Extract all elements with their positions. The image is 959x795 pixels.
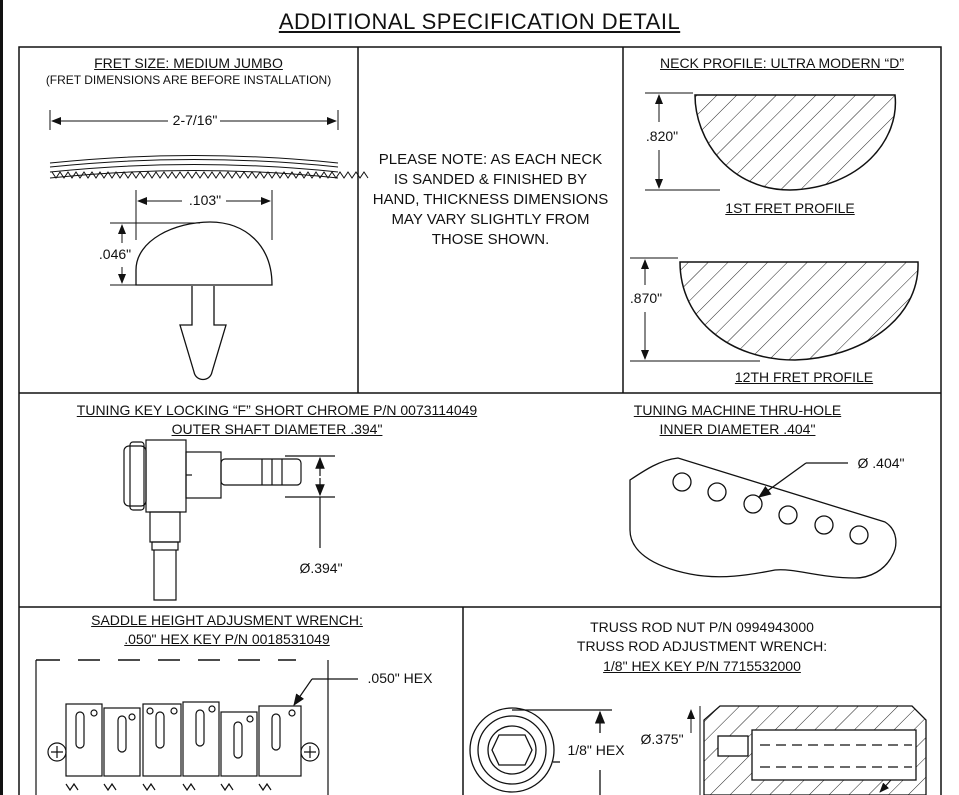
truss-rod-nut-drawing — [469, 707, 612, 795]
tuning-key-heading: TUNING KEY LOCKING “F” SHORT CHROME P/N … — [76, 402, 478, 418]
fret-tang-teeth — [51, 171, 369, 179]
hand-finish-note: PLEASE NOTE: AS EACH NECK IS SANDED & FI… — [358, 150, 623, 250]
bridge-drawing — [35, 659, 358, 795]
tuning-key-shaft-heading: OUTER SHAFT DIAMETER .394" — [171, 421, 383, 437]
note-line: IS SANDED & FINISHED BY — [393, 171, 588, 188]
twelfth-fret-thickness-label: .870" — [629, 290, 663, 306]
thru-hole-heading: TUNING MACHINE THRU-HOLE — [633, 402, 842, 418]
truss-rod-wrench-heading: TRUSS ROD ADJUSTMENT WRENCH: — [576, 638, 828, 654]
tuning-key-drawing — [123, 439, 335, 601]
grid-frame — [18, 46, 942, 795]
headstock-drawing — [629, 457, 897, 579]
first-fret-thickness-label: .820" — [645, 128, 679, 144]
fret-dimensions-note: (FRET DIMENSIONS ARE BEFORE INSTALLATION… — [45, 73, 332, 87]
neck-profile-heading: NECK PROFILE: ULTRA MODERN “D” — [660, 55, 904, 71]
saddle-wrench-heading: SADDLE HEIGHT ADJUSMENT WRENCH: — [91, 612, 363, 628]
neck-profile-1st — [645, 92, 897, 191]
truss-rod-hex-label: 1/8" HEX — [567, 742, 625, 758]
fret-crown-width-label: .103" — [188, 192, 222, 208]
note-line: MAY VARY SLIGHTLY FROM — [391, 211, 590, 228]
thru-hole-diameter-label: Ø .404" — [857, 455, 905, 471]
note-line: THOSE SHOWN. — [431, 231, 550, 248]
saddle-hex-key-heading: .050" HEX KEY P/N 0018531049 — [124, 631, 330, 647]
saddle-hex-label: .050" HEX — [367, 670, 433, 686]
fret-width-label: 2-7/16" — [172, 112, 218, 128]
truss-rod-hex-key-heading: 1/8" HEX KEY P/N 7715532000 — [603, 658, 801, 674]
note-line: HAND, THICKNESS DIMENSIONS — [372, 191, 609, 208]
fret-diagram — [49, 110, 369, 381]
note-line: PLEASE NOTE: AS EACH NECK — [378, 151, 603, 168]
truss-rod-diameter-label: Ø.375" — [640, 731, 684, 747]
fret-size-heading: FRET SIZE: MEDIUM JUMBO — [94, 55, 283, 71]
fret-tang — [179, 286, 227, 381]
thru-hole-diameter-heading: INNER DIAMETER .404" — [659, 421, 816, 437]
first-fret-profile-label: 1ST FRET PROFILE — [725, 200, 855, 216]
page-title: ADDITIONAL SPECIFICATION DETAIL — [278, 9, 681, 34]
fret-crown — [135, 221, 273, 286]
truss-rod-nut-heading: TRUSS ROD NUT P/N 0994943000 — [590, 619, 814, 635]
tuning-key-diameter-label: Ø.394" — [299, 560, 343, 576]
fret-crown-height-label: .046" — [98, 246, 132, 262]
truss-rod-section-drawing — [687, 705, 927, 795]
neck-profile-12th — [630, 257, 919, 362]
twelfth-fret-profile-label: 12TH FRET PROFILE — [734, 369, 874, 385]
